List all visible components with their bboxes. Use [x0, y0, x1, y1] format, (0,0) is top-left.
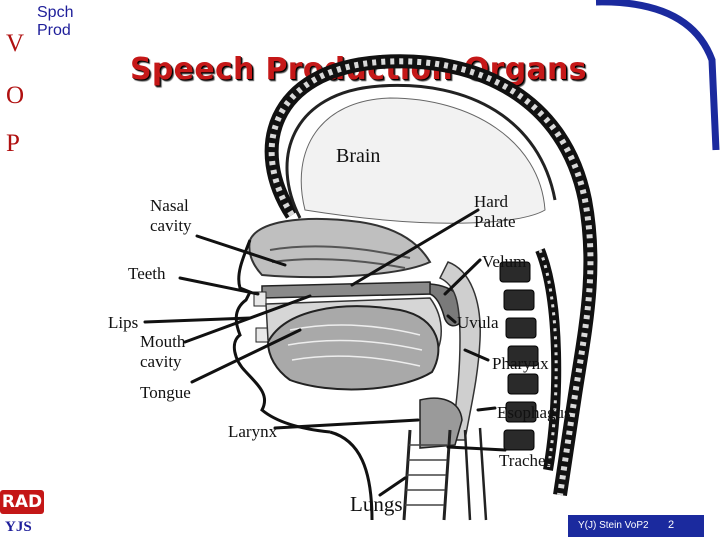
- leader-pharynx: [463, 348, 490, 362]
- larynx-region: [419, 397, 463, 449]
- label-brain: Brain: [336, 145, 381, 167]
- upper-teeth: [253, 291, 267, 307]
- label-lips: Lips: [108, 313, 139, 332]
- side-letter-v: V: [6, 30, 25, 57]
- leader-uvula: [446, 314, 457, 324]
- label-pharynx: Pharynx: [492, 354, 549, 373]
- label-trachea: Trachea: [499, 451, 554, 470]
- label-lungs: Lungs: [350, 492, 403, 516]
- footer-source: Y(J) Stein VoP2: [578, 520, 649, 531]
- leader-larynx: [273, 418, 420, 430]
- label-mouth-cavity: Mouth cavity: [140, 332, 186, 371]
- leader-mouth-cavity: [183, 294, 312, 344]
- leader-teeth: [178, 276, 260, 296]
- leader-nasal-cavity: [195, 234, 287, 267]
- label-tongue: Tongue: [140, 383, 191, 402]
- label-larynx: Larynx: [228, 422, 278, 441]
- leader-velum: [443, 258, 482, 296]
- label-nasal-cavity: Nasal cavity: [150, 196, 192, 235]
- lower-teeth: [255, 327, 269, 343]
- course-line-2: Prod: [37, 22, 71, 39]
- leader-tongue: [190, 328, 302, 384]
- label-hard-palate: Hard Palate: [474, 192, 516, 231]
- esophagus-tube: [463, 427, 488, 521]
- pharynx-region: [438, 261, 481, 441]
- leader-lines: [143, 208, 507, 497]
- face-profile: [232, 239, 331, 434]
- hard-palate-region: [261, 281, 433, 299]
- course-label: Spch Prod: [37, 4, 73, 40]
- footer-bar: [568, 515, 704, 537]
- side-letter-o: O: [6, 82, 25, 109]
- slide-decoration-curve: [595, 0, 720, 151]
- author-initials: YJS: [5, 519, 32, 535]
- label-velum: Velum: [482, 252, 527, 271]
- leader-trachea: [446, 445, 507, 452]
- label-esophagus: Esophagus: [497, 403, 571, 422]
- label-teeth: Teeth: [128, 264, 166, 283]
- page-number: 2: [668, 519, 675, 531]
- neck-outline: [329, 430, 374, 521]
- course-line-1: Spch: [37, 4, 74, 21]
- leader-lungs: [378, 476, 407, 497]
- trachea-rings: [405, 444, 448, 506]
- rad-logo: RAD: [0, 490, 44, 514]
- cervical-spine: [499, 261, 539, 451]
- side-letter-p: P: [6, 130, 20, 157]
- label-uvula: Uvula: [457, 313, 499, 332]
- leader-hard-palate: [350, 208, 480, 287]
- leader-lips: [143, 316, 252, 324]
- leader-esophagus: [476, 406, 497, 412]
- skull-outline: [264, 54, 598, 497]
